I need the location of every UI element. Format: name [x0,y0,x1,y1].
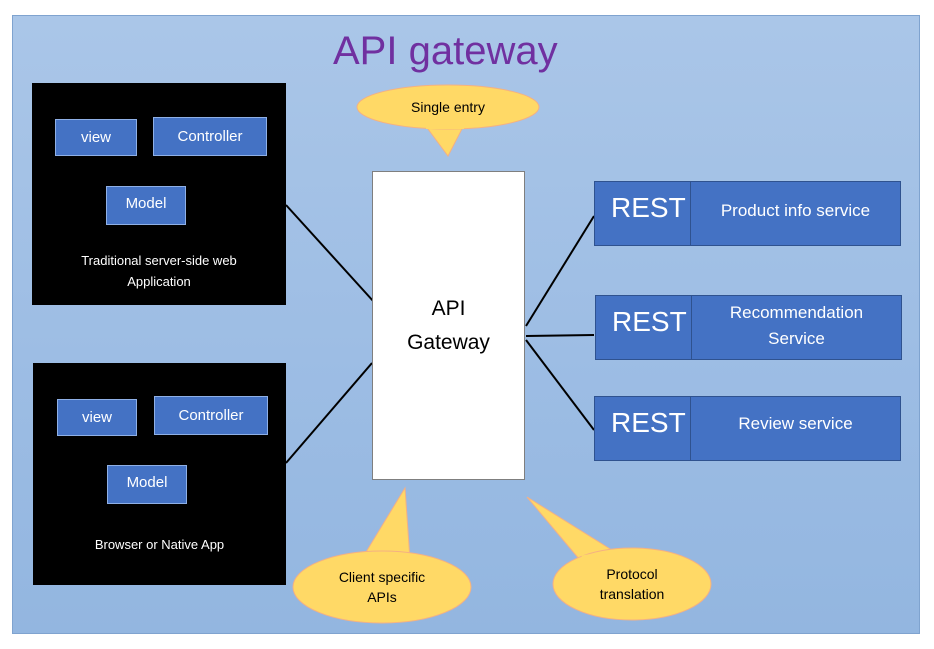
client-caption-line: Traditional server-side web [81,253,237,268]
callout-protocol-translation [526,496,712,621]
connector-gateway-service2 [525,334,595,337]
client-caption-line: Application [127,274,191,289]
callout-line: Client specific [338,569,426,585]
service-review: REST Review service [594,396,901,461]
rest-label: REST [595,182,691,245]
service-name: Product info service [720,201,871,220]
diagram-title: API gateway [333,29,558,73]
client-caption: Browser or Native App [94,537,225,552]
gateway-label-line: API [431,296,466,320]
rest-label: REST [595,397,691,460]
service-recommendation: REST Recommendation Service [595,295,902,360]
model-box: Model [106,186,186,225]
connector-client1-gateway [285,204,375,303]
service-name-line: Recommendation [729,303,864,322]
service-product-info: REST Product info service [594,181,901,246]
connector-gateway-service1 [525,215,595,327]
callout-single-entry [356,84,540,157]
connector-client2-gateway [285,362,373,464]
controller-box: Controller [153,117,267,156]
callout-single-entry-text: Single entry [411,99,485,115]
service-name: Recommendation Service [692,296,901,359]
service-name-line: Service [768,329,825,348]
callout-line: APIs [367,589,397,605]
api-gateway-box: API Gateway [372,171,525,480]
callout-client-specific [292,486,472,624]
service-name: Review service [738,414,853,433]
connector-gateway-service3 [525,339,595,431]
callout-protocol-text: Protocol translation [553,564,711,604]
callout-line: translation [599,586,665,602]
callout-client-specific-text: Client specific APIs [293,567,471,607]
model-box: Model [107,465,187,504]
controller-box: Controller [154,396,268,435]
client-caption: Traditional server-side web Application [32,250,286,292]
view-box: view [55,119,137,156]
rest-label: REST [596,296,692,359]
callout-line: Protocol [606,566,658,582]
view-box: view [57,399,137,436]
gateway-label-line: Gateway [407,330,490,354]
